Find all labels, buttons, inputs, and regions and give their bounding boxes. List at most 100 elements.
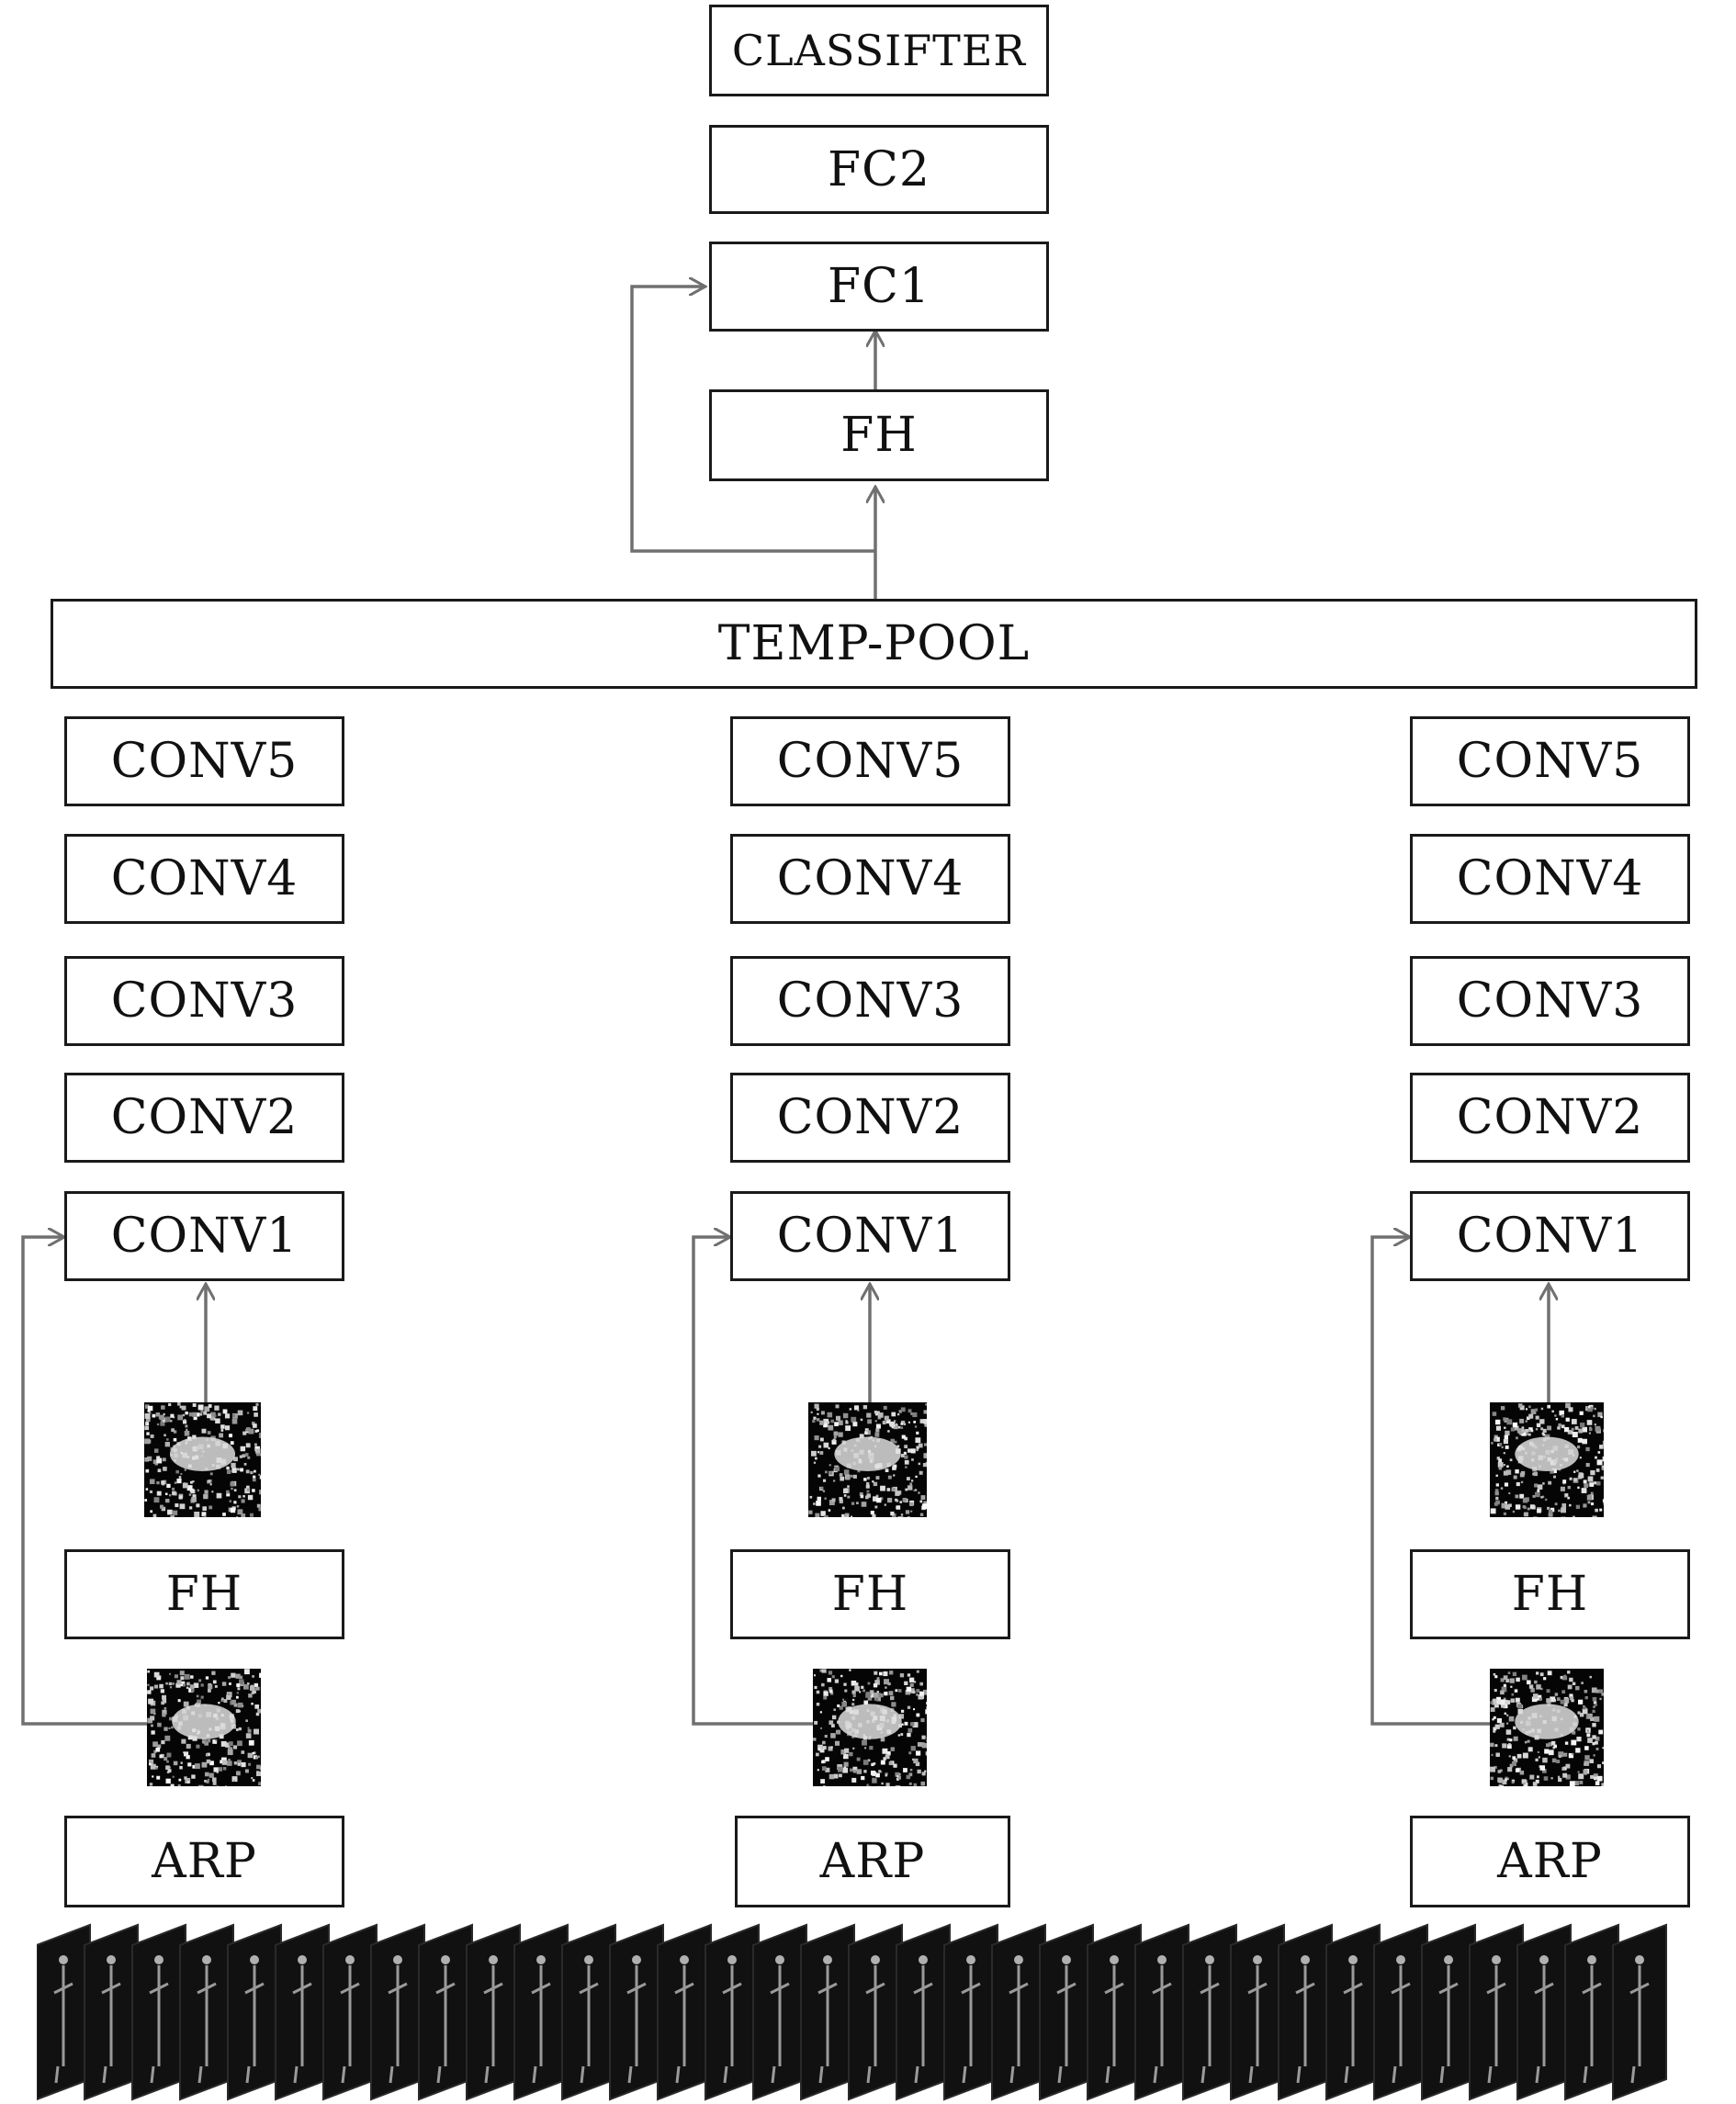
video-frame [322, 1923, 378, 2101]
arp-label-b2: ARP [819, 1834, 926, 1889]
conv1-label-b1: CONV1 [110, 1209, 299, 1264]
conv1-label-b2: CONV1 [776, 1209, 964, 1264]
speckle-texture [144, 1402, 261, 1517]
conv3-box-b3: CONV3 [1410, 956, 1690, 1046]
speckle-texture [808, 1402, 927, 1517]
arrow-arp-skip-to-conv1-b3 [1370, 1237, 1490, 1726]
video-frame [1421, 1923, 1476, 2101]
conv1-box-b3: CONV1 [1410, 1191, 1690, 1281]
conv5-label-b3: CONV5 [1456, 734, 1644, 789]
fc2-box: FC2 [709, 125, 1049, 214]
conv4-label-b1: CONV4 [110, 851, 299, 906]
fh-head-box: FH [709, 389, 1049, 481]
video-frame [609, 1923, 664, 2101]
video-frame [1469, 1923, 1524, 2101]
conv5-box-b1: CONV5 [64, 716, 344, 806]
video-frame [466, 1923, 521, 2101]
conv3-label-b3: CONV3 [1456, 973, 1644, 1029]
conv1-label-b3: CONV1 [1456, 1209, 1644, 1264]
speckle-texture [813, 1669, 927, 1786]
video-frame [1516, 1923, 1572, 2101]
speckle-texture [1490, 1402, 1604, 1517]
video-frame [1182, 1923, 1237, 2101]
video-frame [943, 1923, 998, 2101]
arp-image-b3 [1490, 1669, 1604, 1786]
video-frame [896, 1923, 951, 2101]
arp-label-b3: ARP [1497, 1834, 1603, 1889]
video-frame [705, 1923, 760, 2101]
video-frame [1325, 1923, 1381, 2101]
video-frame [37, 1923, 91, 2101]
conv3-box-b2: CONV3 [730, 956, 1010, 1046]
classifier-label: CLASSIFTER [731, 26, 1027, 75]
video-frame [1564, 1923, 1619, 2101]
video-frame [513, 1923, 569, 2101]
video-frame [84, 1923, 139, 2101]
arp-image-b1 [147, 1669, 261, 1786]
arp-box-b3: ARP [1410, 1816, 1690, 1907]
conv4-box-b3: CONV4 [1410, 834, 1690, 924]
conv4-label-b3: CONV4 [1456, 851, 1644, 906]
fc1-label: FC1 [828, 259, 930, 314]
video-frame [800, 1923, 855, 2101]
fc1-box: FC1 [709, 242, 1049, 332]
video-frame [1039, 1923, 1094, 2101]
fh-box-b2: FH [730, 1549, 1010, 1639]
video-frame [1278, 1923, 1333, 2101]
conv5-box-b2: CONV5 [730, 716, 1010, 806]
video-frame [131, 1923, 186, 2101]
fh-head-label: FH [840, 408, 918, 463]
video-frame [848, 1923, 903, 2101]
video-frame [1612, 1923, 1667, 2101]
arp-box-b1: ARP [64, 1816, 344, 1907]
arp-label-b1: ARP [152, 1834, 257, 1889]
conv5-label-b2: CONV5 [776, 734, 964, 789]
fh-box-b3: FH [1410, 1549, 1690, 1639]
conv2-label-b2: CONV2 [776, 1090, 964, 1145]
fh-box-b1: FH [64, 1549, 344, 1639]
video-frame [179, 1923, 234, 2101]
classifier-box: CLASSIFTER [709, 5, 1049, 96]
video-frame [1134, 1923, 1189, 2101]
conv3-label-b2: CONV3 [776, 973, 964, 1029]
arrow-arp-skip-to-conv1-b1 [21, 1237, 147, 1726]
video-frame [1373, 1923, 1428, 2101]
temp-pool-box: TEMP-POOL [51, 599, 1697, 689]
fh-label-b1: FH [165, 1567, 243, 1622]
conv5-label-b1: CONV5 [110, 734, 299, 789]
feature-map-image-b1 [144, 1402, 261, 1517]
video-frame [1087, 1923, 1142, 2101]
video-frame-strip [37, 1923, 1667, 2101]
speckle-texture [147, 1669, 261, 1786]
arp-box-b2: ARP [735, 1816, 1010, 1907]
fh-label-b2: FH [831, 1567, 909, 1622]
speckle-texture [1490, 1669, 1604, 1786]
conv2-box-b3: CONV2 [1410, 1073, 1690, 1163]
conv3-label-b1: CONV3 [110, 973, 299, 1029]
feature-map-image-b2 [808, 1402, 927, 1517]
conv2-box-b2: CONV2 [730, 1073, 1010, 1163]
conv5-box-b3: CONV5 [1410, 716, 1690, 806]
arp-image-b2 [813, 1669, 927, 1786]
video-frame [1230, 1923, 1285, 2101]
conv2-label-b3: CONV2 [1456, 1090, 1644, 1145]
conv4-box-b1: CONV4 [64, 834, 344, 924]
conv2-box-b1: CONV2 [64, 1073, 344, 1163]
conv4-box-b2: CONV4 [730, 834, 1010, 924]
feature-map-image-b3 [1490, 1402, 1604, 1517]
video-frame [418, 1923, 473, 2101]
video-frame [370, 1923, 425, 2101]
video-frame [752, 1923, 807, 2101]
fc2-label: FC2 [828, 141, 930, 197]
fh-label-b3: FH [1511, 1567, 1589, 1622]
arrow-arp-skip-to-conv1-b2 [692, 1237, 813, 1726]
conv1-box-b1: CONV1 [64, 1191, 344, 1281]
video-frame [227, 1923, 282, 2101]
video-frame [657, 1923, 712, 2101]
video-frame [561, 1923, 616, 2101]
video-frame [991, 1923, 1046, 2101]
temp-pool-label: TEMP-POOL [717, 616, 1031, 671]
conv4-label-b2: CONV4 [776, 851, 964, 906]
conv3-box-b1: CONV3 [64, 956, 344, 1046]
video-frame [275, 1923, 330, 2101]
